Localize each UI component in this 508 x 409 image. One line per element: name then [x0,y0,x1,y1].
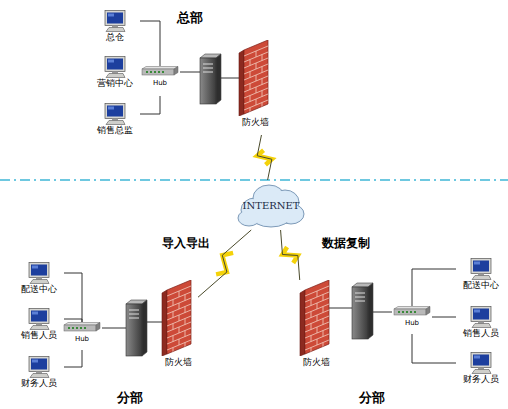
site-label: 分部 [359,389,385,407]
lan-cable [140,96,160,114]
firewall-node: 防火墙 [236,40,274,135]
lan-cable [64,273,82,322]
node-label: 防火墙 [242,117,269,128]
computer-icon [103,103,127,125]
server-tower [352,283,373,339]
node-label: 总仓 [106,32,124,43]
server-tower [200,54,221,104]
firewall-wall [236,40,274,116]
server-tower [126,300,147,356]
node-label: 销售人员 [463,328,499,339]
network-wire [102,328,126,329]
internet-link [257,135,272,180]
firewall-node: 防火墙 [158,280,198,365]
computer-icon [469,306,493,328]
lan-cable [412,334,456,363]
hub-device [392,306,432,316]
node-label: 财务人员 [21,378,57,389]
node-label: 销售人员 [21,330,57,341]
computer-icon [27,356,51,378]
hub-device [62,322,102,332]
node-label: 防火墙 [165,357,192,368]
hub-node: Hub [62,322,102,350]
computer-node: 配送中心 [456,258,506,298]
firewall-wall [159,280,197,356]
computer-icon [469,258,493,280]
node-label: 配送中心 [21,284,57,295]
computer-icon [27,308,51,330]
computer-node: 销售人员 [456,306,506,346]
lan-cable [64,350,82,367]
node-label: 防火墙 [303,357,330,368]
node-label: Hub [153,79,167,88]
firewall-wall [297,280,335,356]
network-wire [373,312,392,313]
node-label: 财务人员 [463,374,499,385]
node-label: Hub [405,319,419,328]
node-label: 销售总监 [97,125,133,136]
hub-node: Hub [392,306,432,334]
computer-node: 财务人员 [456,352,506,394]
link-label: 导入导出 [162,235,210,252]
cloud-label: INTERNET [235,180,307,230]
node-label: 营销中心 [97,78,133,89]
node-label: 配送中心 [463,280,499,291]
internet-cloud: INTERNET [235,180,307,230]
divider-line [0,179,508,181]
internet-link [281,230,300,280]
site-label: 分部 [117,389,143,407]
node-label: Hub [75,335,89,344]
computer-icon [103,10,127,32]
link-label: 数据复制 [322,235,370,252]
lan-cable [140,21,160,66]
lan-cable [432,317,456,318]
computer-node: 财务人员 [14,356,64,398]
network-wire [180,72,200,73]
computer-icon [103,56,127,78]
firewall-node: 防火墙 [296,280,336,365]
computer-node: 配送中心 [14,262,64,304]
hub-device [140,66,180,76]
computer-node: 销售总监 [90,103,140,143]
computer-node: 销售人员 [14,308,64,350]
hub-node: Hub [140,66,180,96]
site-label: 总部 [177,9,203,27]
computer-node: 营销中心 [90,56,140,96]
lan-cable [64,319,82,322]
computer-node: 总仓 [90,10,140,50]
lan-cable [412,269,456,306]
network-wire [326,308,352,309]
computer-icon [27,262,51,284]
computer-icon [469,352,493,374]
